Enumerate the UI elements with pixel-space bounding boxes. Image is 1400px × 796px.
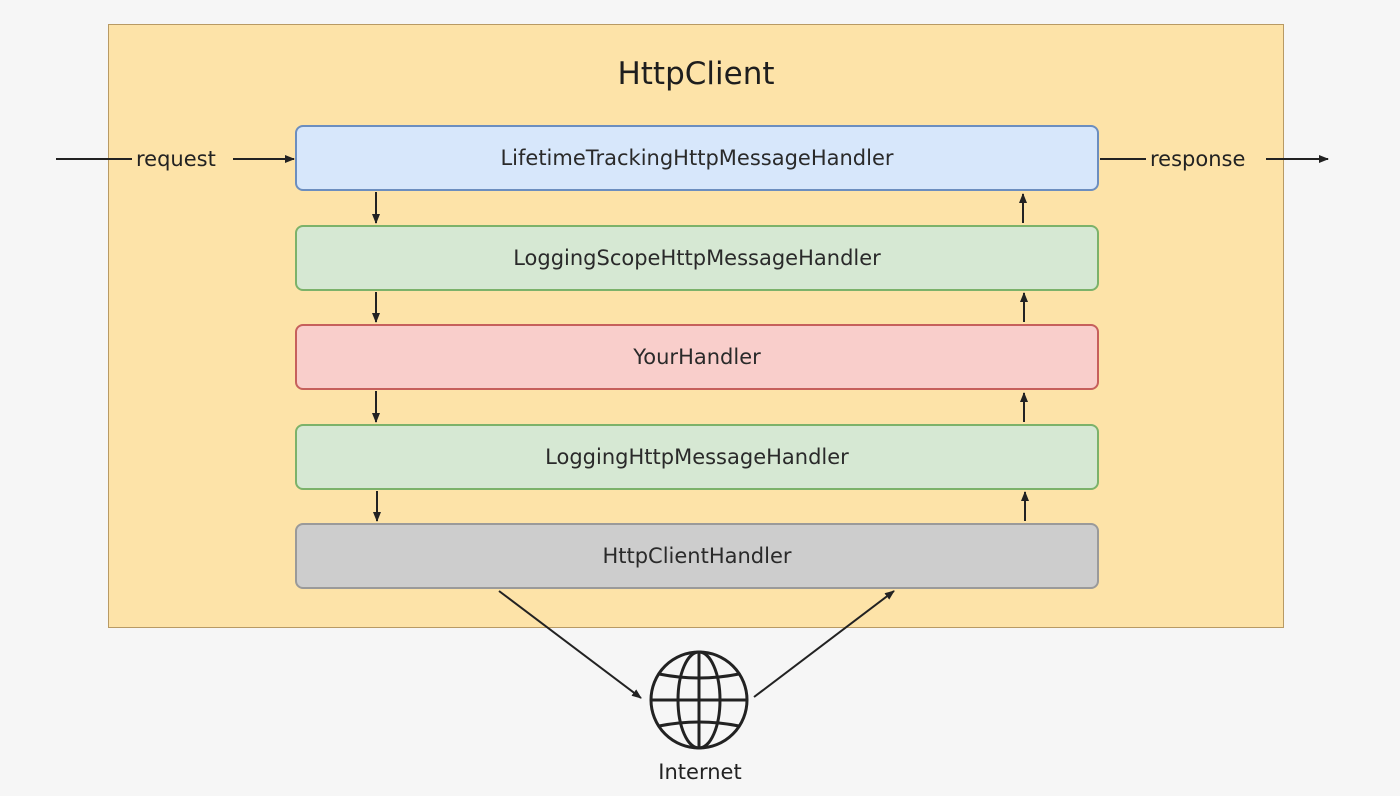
handler-httpclient: HttpClientHandler bbox=[295, 523, 1099, 589]
request-label: request bbox=[136, 147, 216, 171]
handler-label: LifetimeTrackingHttpMessageHandler bbox=[500, 146, 894, 170]
response-label: response bbox=[1150, 147, 1246, 171]
handler-label: HttpClientHandler bbox=[602, 544, 792, 568]
diagram-title: HttpClient bbox=[617, 56, 775, 92]
handler-your-handler: YourHandler bbox=[295, 324, 1099, 390]
handler-label: YourHandler bbox=[633, 345, 761, 369]
handler-logging: LoggingHttpMessageHandler bbox=[295, 424, 1099, 490]
from-internet-arrow bbox=[753, 590, 895, 698]
internet-label: Internet bbox=[658, 760, 742, 784]
globe-icon bbox=[649, 650, 749, 750]
to-internet-arrow bbox=[498, 590, 642, 699]
handler-logging-scope: LoggingScopeHttpMessageHandler bbox=[295, 225, 1099, 291]
handler-label: LoggingScopeHttpMessageHandler bbox=[513, 246, 881, 270]
handler-lifetime-tracking: LifetimeTrackingHttpMessageHandler bbox=[295, 125, 1099, 191]
handler-label: LoggingHttpMessageHandler bbox=[545, 445, 849, 469]
